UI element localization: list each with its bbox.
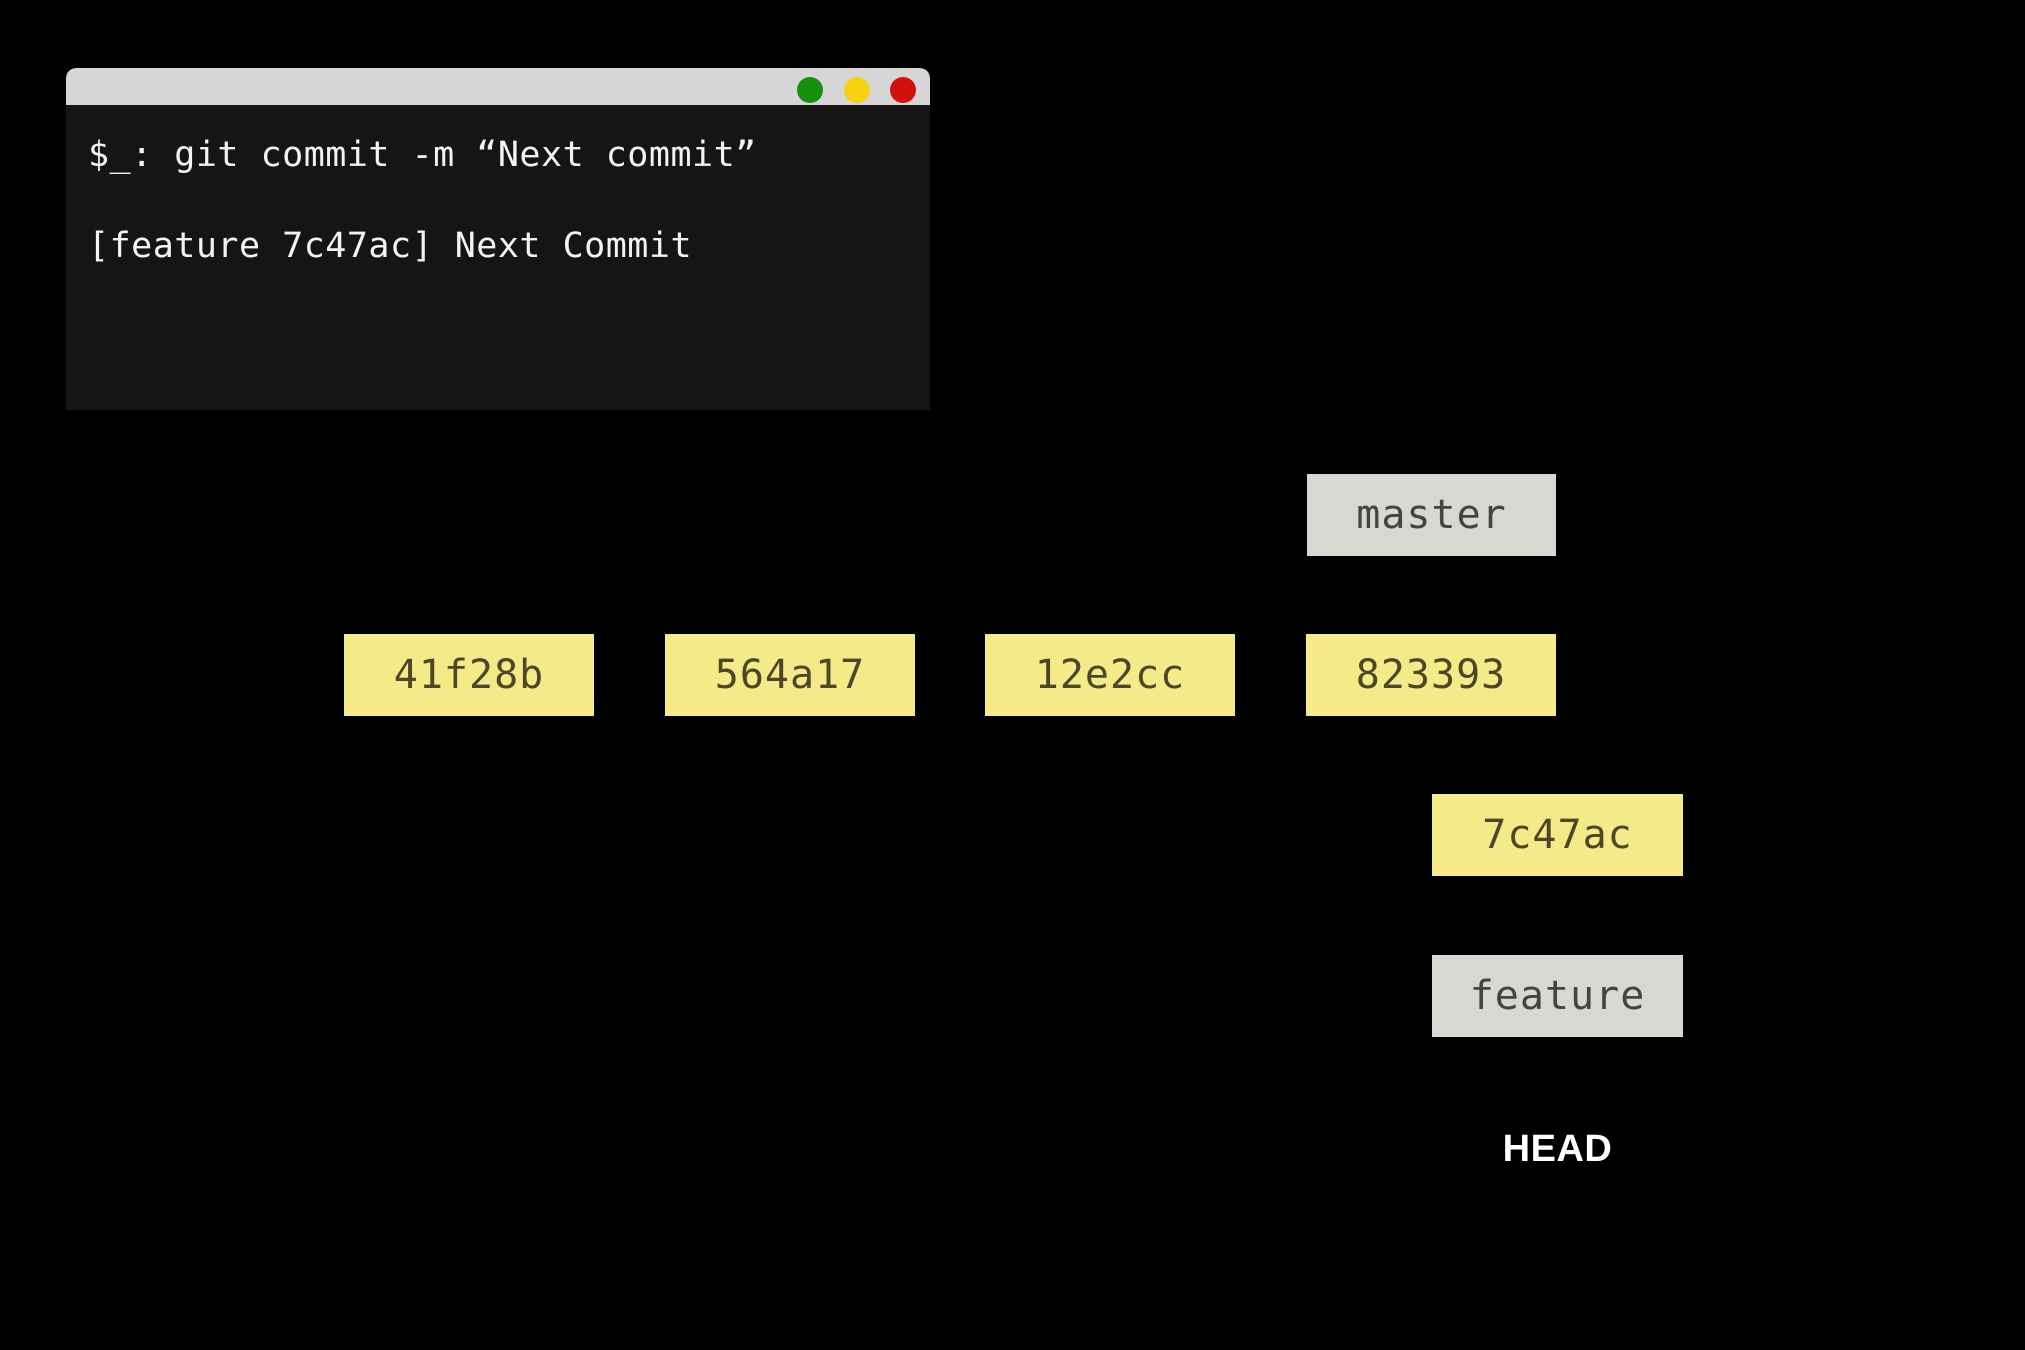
terminal-window: $_: git commit -m “Next commit” [feature… <box>66 68 930 410</box>
terminal-command-line: $_: git commit -m “Next commit” <box>88 135 757 175</box>
yellow-dot-icon[interactable] <box>844 77 870 103</box>
commit-node-823393: 823393 <box>1306 634 1556 716</box>
green-dot-icon[interactable] <box>797 77 823 103</box>
commit-node-12e2cc: 12e2cc <box>985 634 1235 716</box>
commit-node-7c47ac: 7c47ac <box>1432 794 1683 876</box>
red-dot-icon[interactable] <box>890 77 916 103</box>
terminal-body[interactable]: $_: git commit -m “Next commit” [feature… <box>66 105 930 410</box>
branch-label-master: master <box>1307 474 1556 556</box>
commit-node-41f28b: 41f28b <box>344 634 594 716</box>
branch-label-feature: feature <box>1432 955 1683 1037</box>
terminal-output-line: [feature 7c47ac] Next Commit <box>88 226 693 266</box>
commit-node-564a17: 564a17 <box>665 634 915 716</box>
head-pointer-label: HEAD <box>1502 1128 1613 1170</box>
terminal-titlebar <box>66 68 930 105</box>
